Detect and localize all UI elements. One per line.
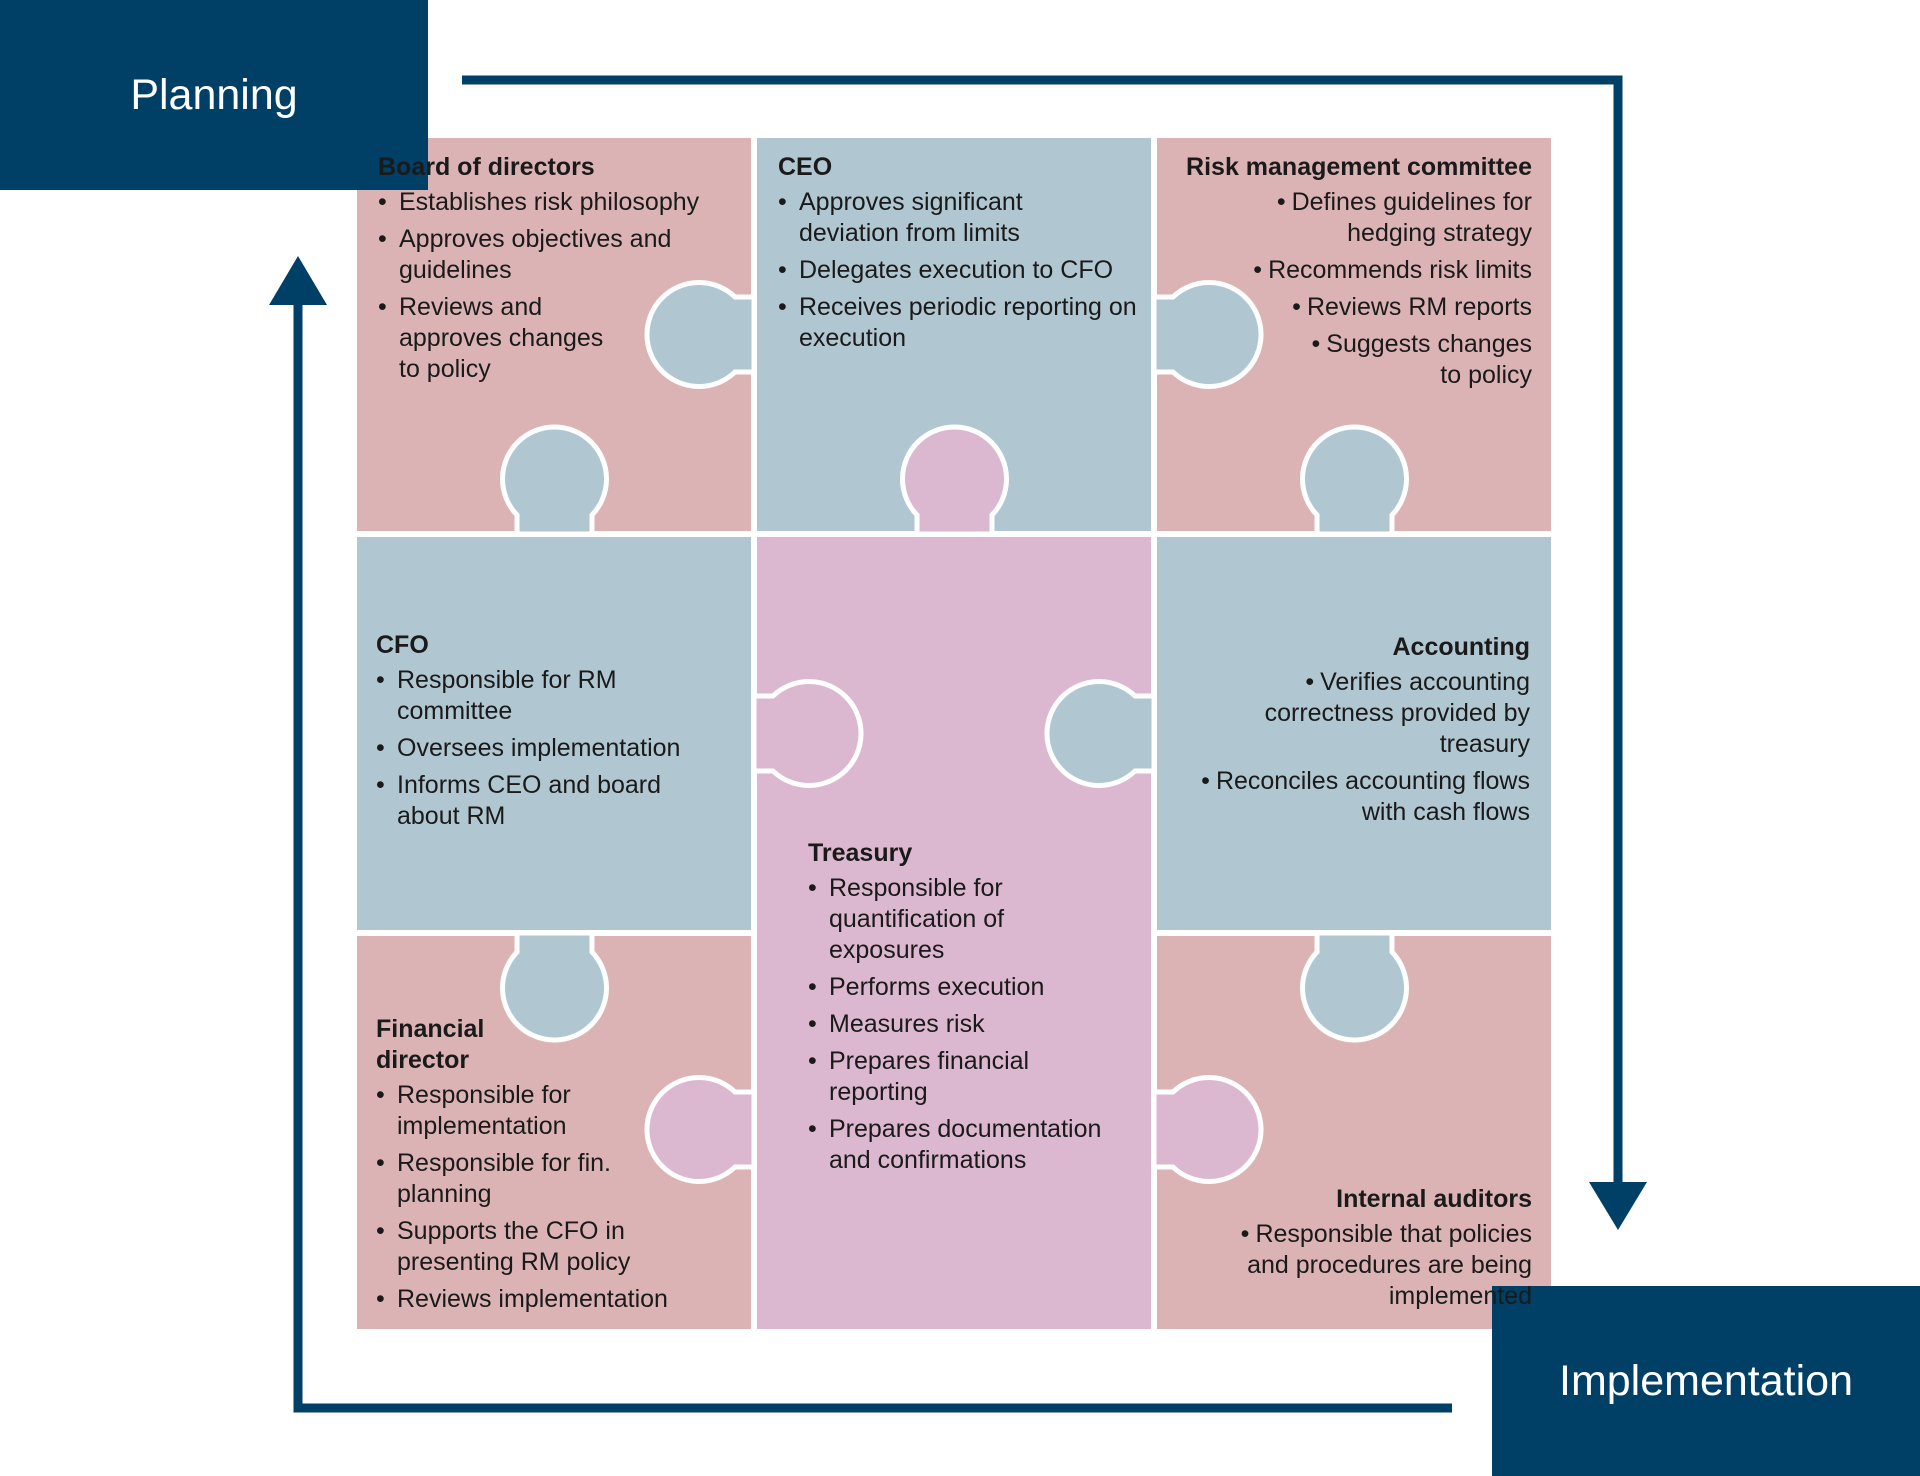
board-list: Establishes risk philosophy Approves obj…: [378, 187, 718, 385]
knob-treasury-lower-left: [644, 1075, 757, 1184]
list-item: Suggests changes to policy: [1310, 329, 1532, 391]
knob-treasury-lower-right: [1151, 1075, 1264, 1184]
accounting-list: Verifies accounting correctness provided…: [1180, 667, 1530, 828]
list-item: Prepares documentation and confirmations: [808, 1114, 1139, 1176]
accounting-title: Accounting: [1392, 633, 1531, 661]
list-item: Performs execution: [808, 972, 1138, 1003]
list-item: Prepares financial reporting: [808, 1046, 1059, 1108]
findir-title: Financial director: [376, 1015, 485, 1074]
block-ceo: CEO Approves significant deviation from …: [778, 152, 1138, 360]
list-item: Reconciles accounting flows with cash fl…: [1200, 766, 1530, 828]
list-item: Responsible for implementation: [376, 1080, 617, 1142]
implementation-box: Implementation: [1492, 1286, 1920, 1476]
block-cfo: CFO Responsible for RM committee Oversee…: [376, 630, 706, 838]
rmc-list: Defines guidelines for hedging strategy …: [1160, 187, 1532, 391]
list-item: Responsible for fin. planning: [376, 1148, 637, 1210]
ceo-list: Approves significant deviation from limi…: [778, 187, 1138, 354]
knob-cfo-bottom: [500, 930, 609, 1043]
ceo-title: CEO: [778, 153, 833, 181]
cfo-title: CFO: [376, 631, 429, 659]
list-item: Responsible that policies and procedures…: [1240, 1219, 1532, 1312]
rmc-title: Risk management committee: [1186, 153, 1532, 181]
block-findir: Financial director Responsible for imple…: [376, 1014, 696, 1321]
knob-cfo-top: [500, 424, 609, 537]
list-item: Responsible for RM committee: [376, 665, 637, 727]
knob-accounting-left: [1044, 679, 1157, 788]
list-item: Verifies accounting correctness provided…: [1260, 667, 1530, 760]
block-board: Board of directors Establishes risk phil…: [378, 152, 718, 391]
list-item: Measures risk: [808, 1009, 1138, 1040]
list-item: Recommends risk limits: [1160, 255, 1532, 286]
auditors-title: Internal auditors: [1336, 1185, 1532, 1213]
planning-box: Planning: [0, 0, 428, 190]
list-item: Supports the CFO in presenting RM policy: [376, 1216, 657, 1278]
block-treasury: Treasury Responsible for quantification …: [808, 838, 1138, 1182]
list-item: Approves objectives and guidelines: [378, 224, 699, 286]
knob-treasury-top: [900, 424, 1009, 537]
findir-list: Responsible for implementation Responsib…: [376, 1080, 696, 1315]
auditors-list: Responsible that policies and procedures…: [1220, 1219, 1532, 1312]
arrow-bottom-left: [293, 300, 1452, 1413]
list-item: Approves significant deviation from limi…: [778, 187, 1059, 249]
block-accounting: Accounting Verifies accounting correctne…: [1180, 632, 1530, 834]
board-title: Board of directors: [378, 153, 595, 181]
arrow-head-up-icon: [269, 256, 327, 305]
list-item: Oversees implementation: [376, 733, 706, 764]
list-item: Establishes risk philosophy: [378, 187, 718, 218]
list-item: Responsible for quantification of exposu…: [808, 873, 1029, 966]
treasury-title: Treasury: [808, 839, 913, 867]
block-rmc: Risk management committee Defines guidel…: [1160, 152, 1532, 397]
list-item: Receives periodic reporting on execution: [778, 292, 1139, 354]
knob-accounting-bottom: [1300, 930, 1409, 1043]
knob-accounting-top: [1300, 424, 1409, 537]
arrow-head-down-icon: [1589, 1182, 1647, 1230]
list-item: Informs CEO and board about RM: [376, 770, 697, 832]
list-item: Reviews RM reports: [1160, 292, 1532, 323]
cfo-list: Responsible for RM committee Oversees im…: [376, 665, 706, 832]
list-item: Defines guidelines for hedging strategy: [1270, 187, 1532, 249]
knob-treasury-left: [751, 679, 864, 788]
list-item: Delegates execution to CFO: [778, 255, 1138, 286]
list-item: Reviews and approves changes to policy: [378, 292, 629, 385]
treasury-list: Responsible for quantification of exposu…: [808, 873, 1138, 1176]
arrow-top-right: [462, 75, 1623, 1190]
block-auditors: Internal auditors Responsible that polic…: [1220, 1184, 1532, 1318]
knob-ceo-left: [644, 280, 757, 389]
list-item: Reviews implementation: [376, 1284, 696, 1315]
